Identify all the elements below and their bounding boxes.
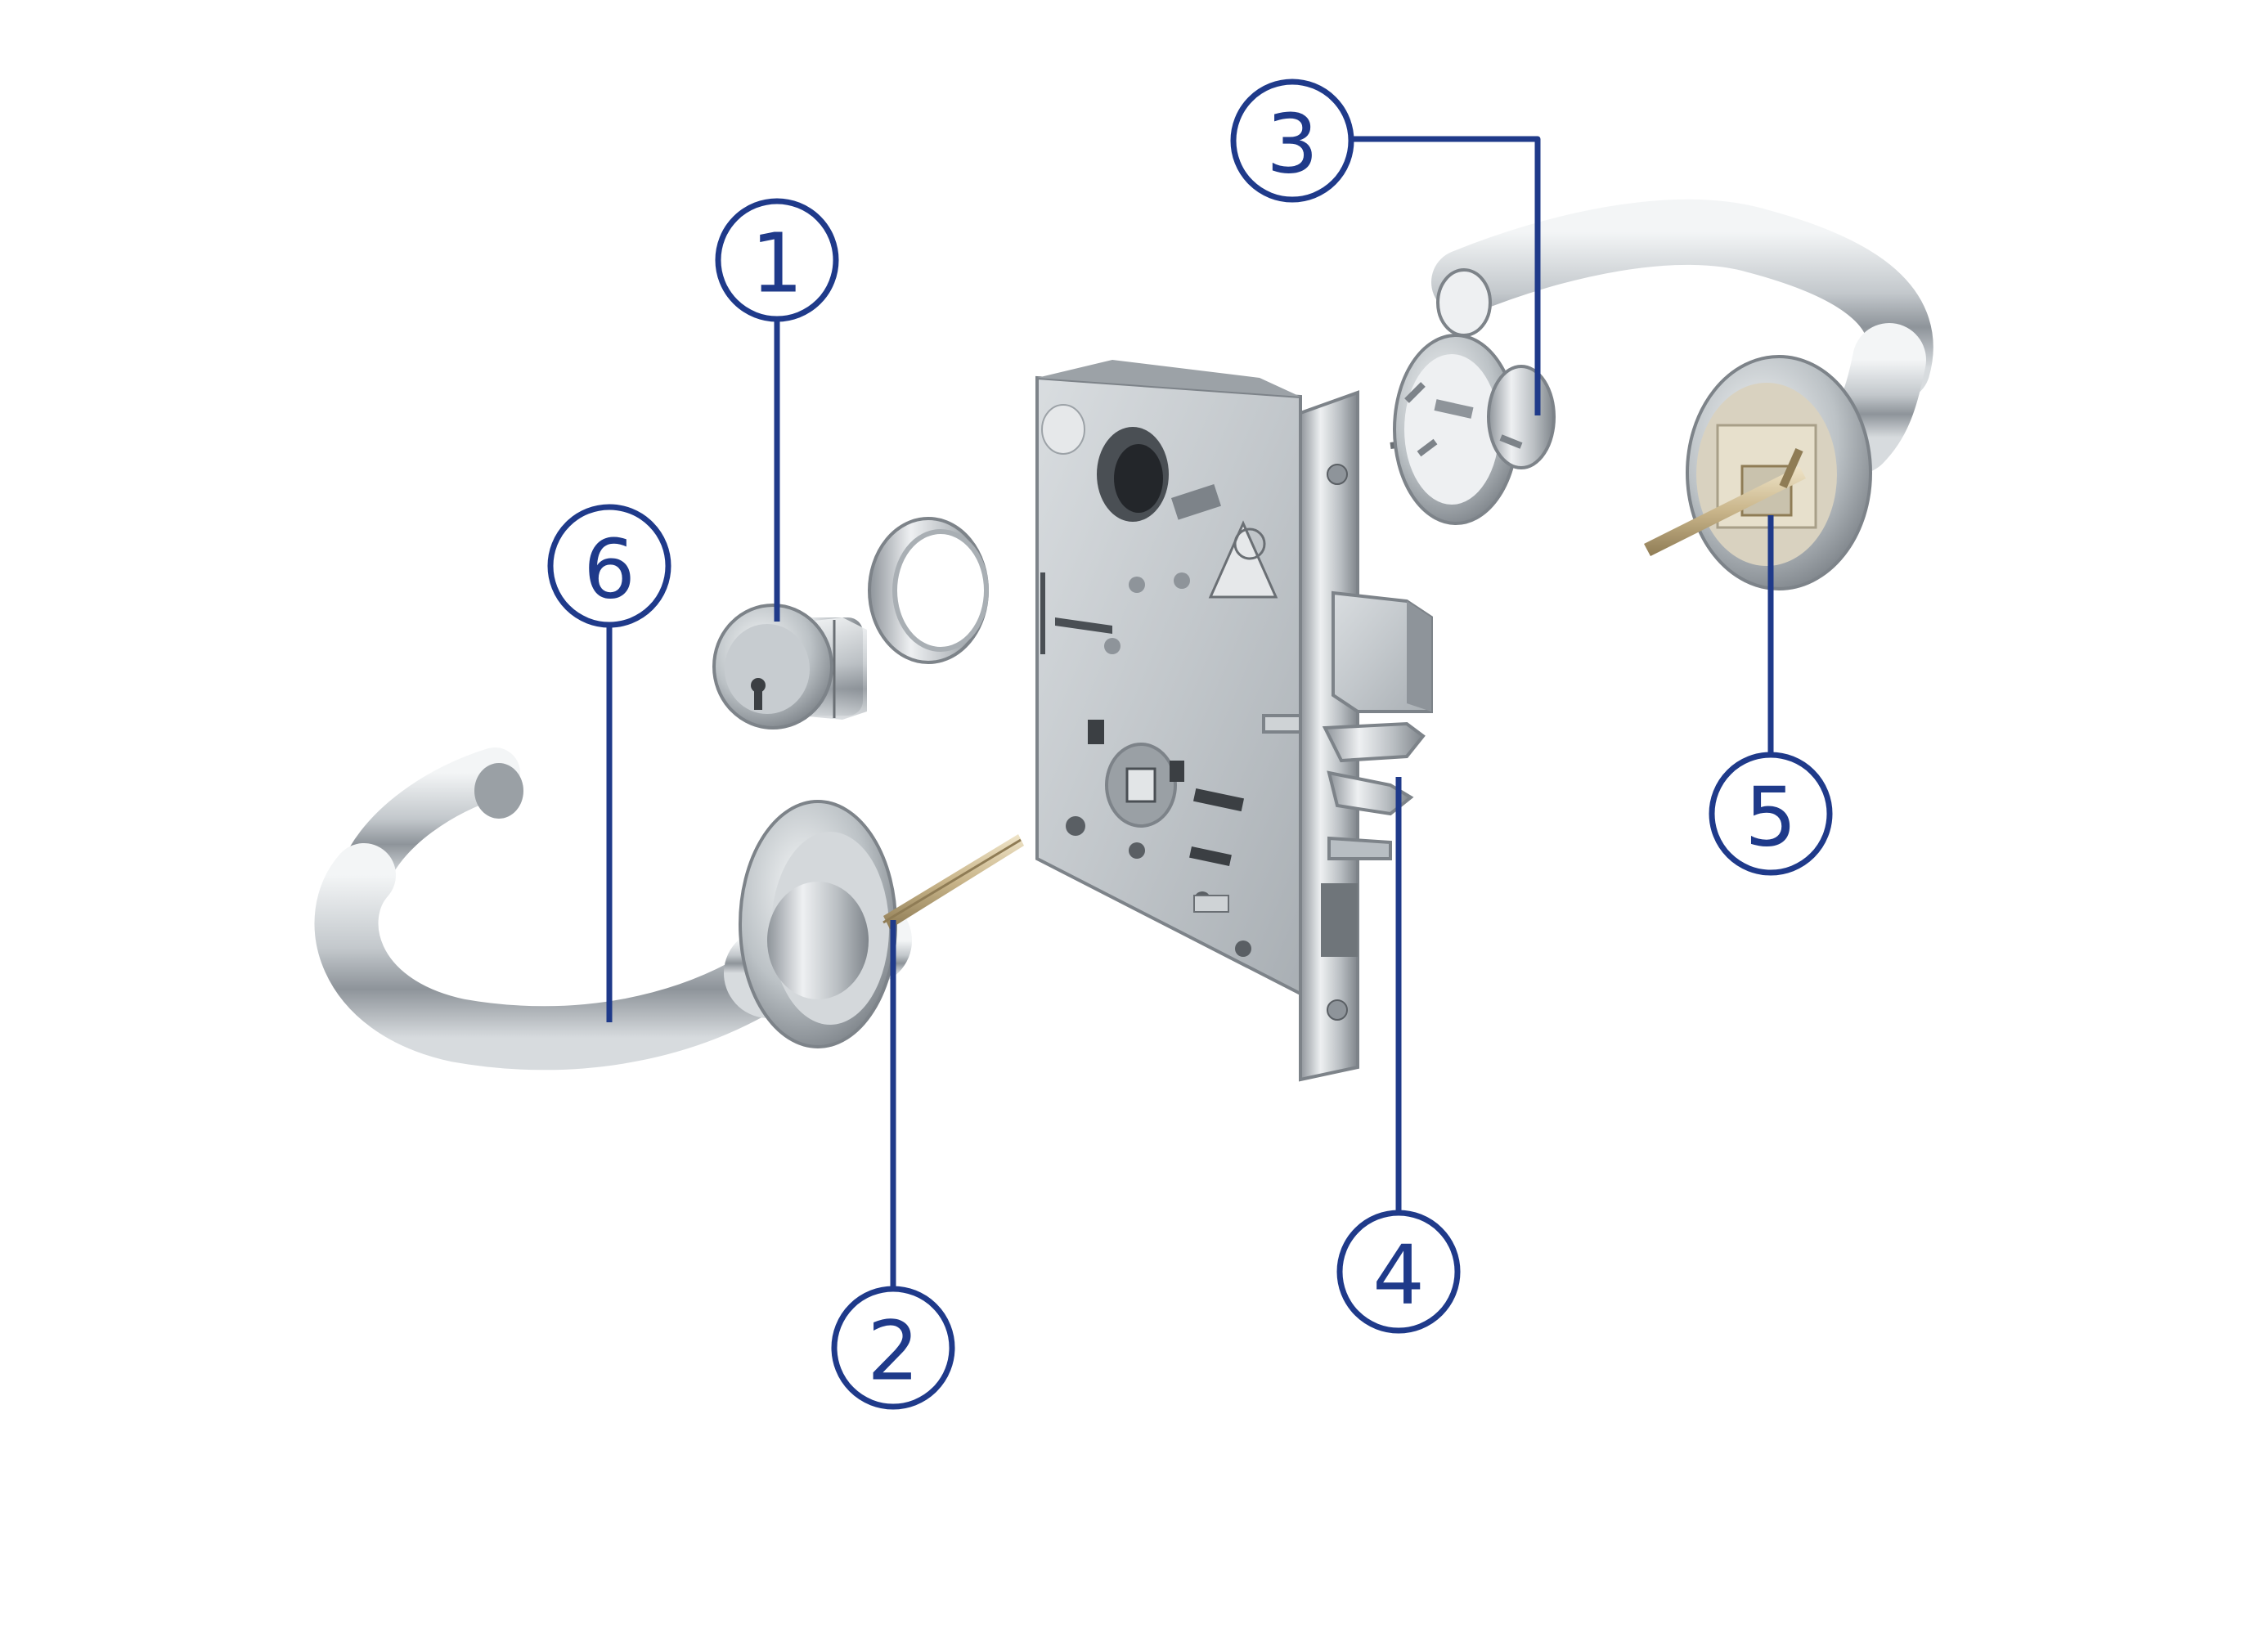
left-lever-bar	[314, 843, 817, 1071]
right-lever-end-cap	[1436, 268, 1492, 337]
callout-3-number: 3	[1266, 97, 1318, 192]
callout-5-circle	[1709, 752, 1833, 876]
brand-sticker-icon	[1041, 404, 1085, 455]
callout-1: 1	[715, 198, 839, 322]
mortise-lower-slot	[1321, 883, 1358, 957]
faceplate-screw-bottom	[1327, 999, 1348, 1021]
right-rose-cap	[1487, 365, 1556, 469]
leader-lines	[606, 136, 1774, 1300]
mortise-latch	[1322, 721, 1426, 763]
callout-3-circle	[1230, 79, 1354, 203]
leader-line-3	[1345, 136, 1541, 415]
callout-5: 5	[1709, 752, 1833, 876]
callout-4-number: 4	[1372, 1228, 1425, 1323]
warning-label-icon	[1208, 520, 1278, 599]
ul-mark-icon	[1233, 527, 1266, 560]
right-rose	[1390, 334, 1556, 525]
right-lever-spindle	[1644, 466, 1806, 556]
callout-6-number: 6	[583, 522, 635, 617]
cylinder-trim-ring	[868, 517, 989, 664]
right-lever-bar	[1431, 199, 1933, 401]
keyway-icon	[754, 685, 762, 710]
callout-1-circle	[715, 198, 839, 322]
mortise-case	[1035, 375, 1302, 997]
left-rose-hub	[767, 882, 869, 999]
mortise-lock-body	[1035, 360, 1433, 1082]
left-rose-spindle	[739, 800, 1024, 1048]
callout-4-circle	[1336, 1210, 1461, 1334]
left-lever-end-cap	[474, 763, 523, 819]
right-lever-rose	[1644, 355, 1872, 590]
callout-2: 2	[831, 1286, 955, 1410]
callout-1-number: 1	[751, 216, 803, 312]
callout-4: 4	[1336, 1210, 1461, 1334]
callout-6: 6	[547, 504, 671, 628]
callout-3: 3	[1230, 79, 1354, 203]
cylinder	[712, 604, 867, 729]
callout-6-circle	[547, 504, 671, 628]
callout-2-circle	[831, 1286, 955, 1410]
faceplate-screw-top	[1327, 464, 1348, 485]
callout-2-number: 2	[867, 1304, 919, 1399]
callout-5-number: 5	[1745, 770, 1797, 865]
